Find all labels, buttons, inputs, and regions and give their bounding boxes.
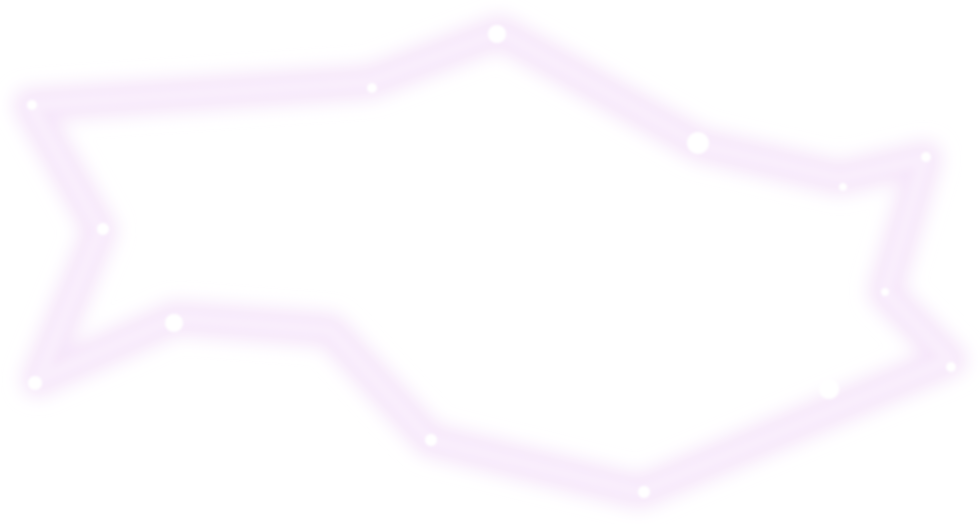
sparkle-dot <box>97 223 109 235</box>
sparkle-dot <box>165 314 183 332</box>
sparkle-dot <box>946 362 956 372</box>
sparkle-dot <box>638 486 650 498</box>
sparkle-dot <box>881 288 889 296</box>
sparkle-dot <box>425 434 437 446</box>
sparkle-dot <box>28 376 42 390</box>
sparkle-dot <box>488 25 506 43</box>
sparkle-dot <box>367 83 377 93</box>
sparkle-dot <box>921 152 931 162</box>
banner-glow-inner <box>23 25 957 499</box>
sparkle-dot <box>839 183 847 191</box>
sparkle-dots <box>27 25 956 498</box>
sparkle-dot <box>819 379 839 399</box>
sparkle-dot <box>27 100 37 110</box>
sparkle-dot <box>687 132 709 154</box>
